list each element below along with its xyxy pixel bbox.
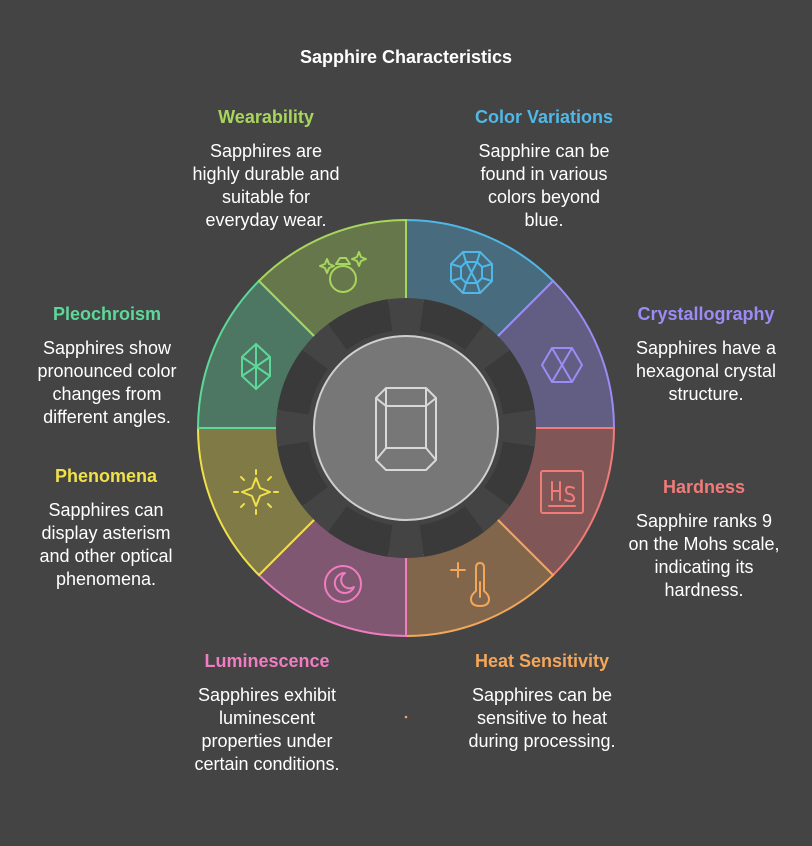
sparkle-icon [233,469,279,515]
wheel-notch [387,525,425,558]
center-hub [313,335,499,521]
wheel-notch [503,409,536,447]
wheel-connector [419,506,485,557]
wheel-connector [419,299,485,350]
ring-icon [319,251,367,293]
wheel-notch [302,486,348,532]
segment-label-wearability: Wearability Sapphires are highly durable… [184,106,348,232]
hs-element-icon [540,470,584,514]
wheel-connector [484,441,535,507]
segment-heading: Crystallography [637,304,775,324]
wheel-connector [277,441,328,507]
wheel-notch [387,298,425,331]
segment-description: Sapphires can display asterism and other… [39,500,173,589]
diamond-crystal-icon [241,343,271,390]
diagram-title: Sapphire Characteristics [299,47,513,67]
segment-description: Sapphires are highly durable and suitabl… [192,141,340,230]
segment-heading: Heat Sensitivity [474,651,610,671]
segment-label-pleochroism: Pleochroism Sapphires show pronounced co… [26,303,188,429]
segment-heading: Phenomena [54,466,158,486]
segment-heading: Color Variations [474,107,614,127]
wheel-notch [464,486,510,532]
thermometer-icon [450,562,490,607]
segment-label-color-variations: Color Variations Sapphire can be found i… [466,106,622,232]
moon-circle-icon [324,565,362,603]
wheel-connector [277,349,328,415]
wheel-notch [275,409,309,447]
hexagon-cross-icon [541,347,583,383]
wheel-notch [302,324,348,370]
segment-label-phenomena: Phenomena Sapphires can display asterism… [28,465,184,591]
segment-label-heat-sensitivity: Heat Sensitivity Sapphires can be sensit… [462,650,622,753]
wheel-connector [327,506,393,557]
wheel-notch [464,324,510,370]
wheel-connector [327,299,393,350]
segment-heading: Hardness [662,477,746,497]
segment-heading: Luminescence [204,651,330,671]
segment-heading: Wearability [218,107,314,127]
wheel-connector [484,349,535,415]
stray-dot [404,715,408,719]
segment-description: Sapphires can be sensitive to heat durin… [468,685,616,751]
octagon-gem-icon [450,251,493,294]
segment-description: Sapphire ranks 9 on the Mohs scale, indi… [628,511,780,600]
segment-label-hardness: Hardness Sapphire ranks 9 on the Mohs sc… [626,476,782,602]
segment-description: Sapphires exhibit luminescent properties… [194,685,340,774]
hexagonal-prism-icon [375,387,437,471]
segment-label-luminescence: Luminescence Sapphires exhibit luminesce… [184,650,350,776]
segment-heading: Pleochroism [52,304,162,324]
segment-description: Sapphires have a hexagonal crystal struc… [635,338,777,404]
segment-description: Sapphires show pronounced color changes … [37,338,177,427]
segment-description: Sapphire can be found in various colors … [478,141,610,230]
segment-label-crystallography: Crystallography Sapphires have a hexagon… [624,303,788,406]
